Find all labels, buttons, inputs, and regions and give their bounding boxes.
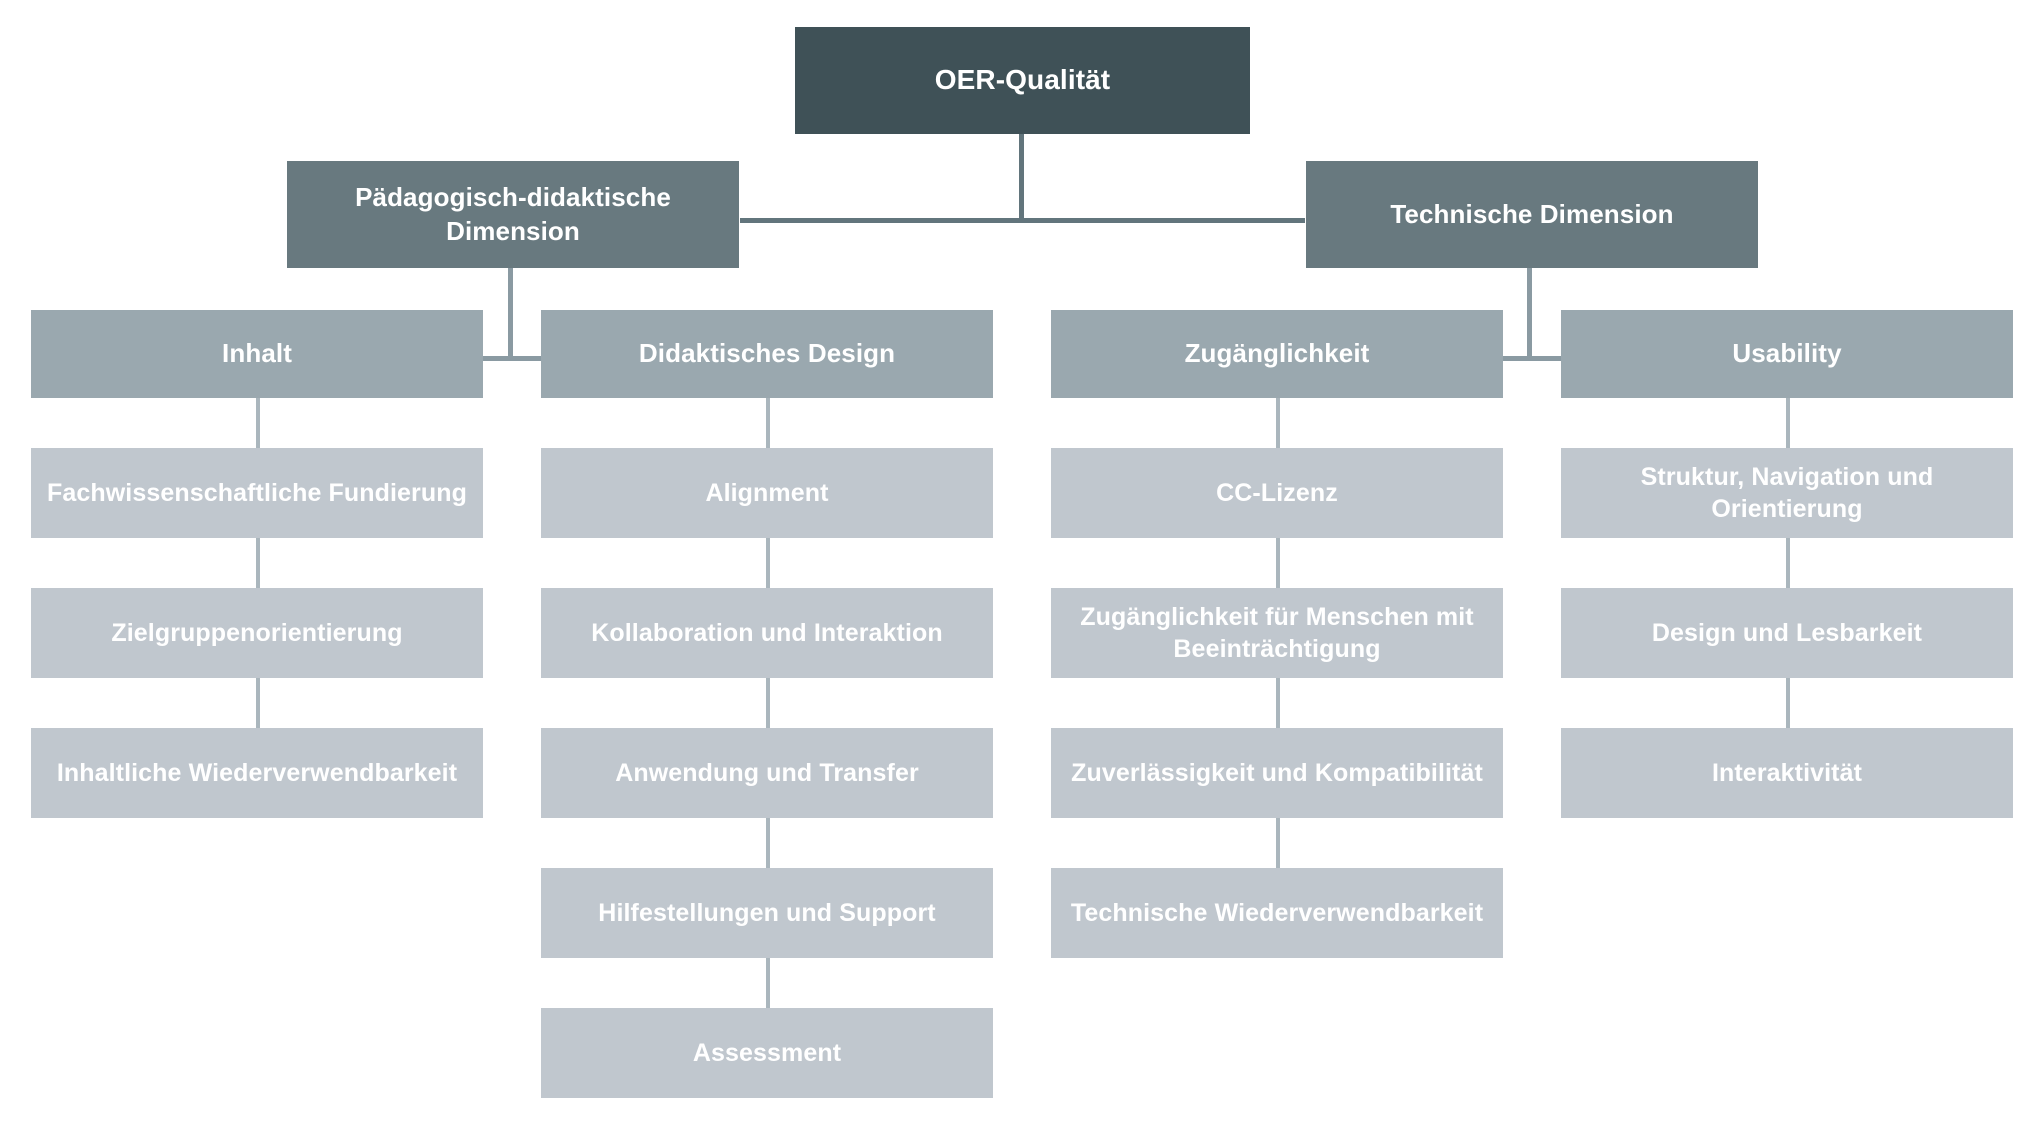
node-leaf-fachwissenschaftliche-fundierung[interactable]: Fachwissenschaftliche Fundierung xyxy=(31,448,483,538)
node-category-usability[interactable]: Usability xyxy=(1561,310,2013,398)
node-leaf-kollaboration-und-interaktion[interactable]: Kollaboration und Interaktion xyxy=(541,588,993,678)
node-leaf-inhaltliche-wiederverwendbarkeit[interactable]: Inhaltliche Wiederverwendbarkeit xyxy=(31,728,483,818)
connector-didaktik-1 xyxy=(766,398,770,448)
connector-zugaenglichkeit-4 xyxy=(1276,818,1280,868)
connector-didaktik-3 xyxy=(766,678,770,728)
node-leaf-zuverlaessigkeit-und-kompatibilitaet[interactable]: Zuverlässigkeit und Kompatibilität xyxy=(1051,728,1503,818)
node-leaf-design-und-lesbarkeit[interactable]: Design und Lesbarkeit xyxy=(1561,588,2013,678)
connector-usability-1 xyxy=(1786,398,1790,448)
node-label: Inhalt xyxy=(222,338,292,369)
node-category-zugaenglichkeit[interactable]: Zugänglichkeit xyxy=(1051,310,1503,398)
node-dimension-technisch[interactable]: Technische Dimension xyxy=(1306,161,1758,268)
node-leaf-hilfestellungen-und-support[interactable]: Hilfestellungen und Support xyxy=(541,868,993,958)
node-label: Fachwissenschaftliche Fundierung xyxy=(47,478,467,507)
connector-didaktik-2 xyxy=(766,538,770,588)
connector-zugaenglichkeit-3 xyxy=(1276,678,1280,728)
node-category-inhalt[interactable]: Inhalt xyxy=(31,310,483,398)
node-leaf-alignment[interactable]: Alignment xyxy=(541,448,993,538)
node-label: Zugänglichkeit xyxy=(1184,338,1370,369)
node-category-didaktisches-design[interactable]: Didaktisches Design xyxy=(541,310,993,398)
node-leaf-anwendung-und-transfer[interactable]: Anwendung und Transfer xyxy=(541,728,993,818)
node-leaf-technische-wiederverwendbarkeit[interactable]: Technische Wiederverwendbarkeit xyxy=(1051,868,1503,958)
node-label: Usability xyxy=(1732,338,1842,369)
node-label: Zielgruppenorientierung xyxy=(111,618,403,647)
connector-inhalt-1 xyxy=(256,398,260,448)
node-leaf-assessment[interactable]: Assessment xyxy=(541,1008,993,1098)
connector-usability-3 xyxy=(1786,678,1790,728)
node-label: OER-Qualität xyxy=(934,64,1111,96)
connector-paedagogisch-stem xyxy=(508,267,513,360)
node-label: Pädagogisch-didaktische Dimension xyxy=(355,181,671,246)
connector-root-stem xyxy=(1019,133,1024,220)
connector-didaktik-4 xyxy=(766,818,770,868)
node-label: Anwendung und Transfer xyxy=(615,758,919,787)
node-label: Design und Lesbarkeit xyxy=(1651,618,1923,647)
node-label: Technische Wiederverwendbarkeit xyxy=(1070,898,1484,927)
node-leaf-zugaenglichkeit-fuer-menschen-mit-beeintraechtigung[interactable]: Zugänglichkeit für Menschen mit Beeinträ… xyxy=(1051,588,1503,678)
node-label: Didaktisches Design xyxy=(638,338,896,369)
node-label: Struktur, Navigation und Orientierung xyxy=(1640,462,1934,524)
connector-zugaenglichkeit-2 xyxy=(1276,538,1280,588)
node-label: Interaktivität xyxy=(1711,758,1863,787)
node-leaf-struktur-navigation-und-orientierung[interactable]: Struktur, Navigation und Orientierung xyxy=(1561,448,2013,538)
node-leaf-cc-lizenz[interactable]: CC-Lizenz xyxy=(1051,448,1503,538)
node-label: Inhaltliche Wiederverwendbarkeit xyxy=(56,758,458,787)
connector-technisch-stem xyxy=(1527,267,1532,360)
node-leaf-zielgruppenorientierung[interactable]: Zielgruppenorientierung xyxy=(31,588,483,678)
node-label: Kollaboration und Interaktion xyxy=(591,618,943,647)
connector-inhalt-3 xyxy=(256,678,260,728)
connector-dimension-bar xyxy=(740,218,1305,223)
node-label: Assessment xyxy=(692,1038,842,1067)
node-label: Alignment xyxy=(705,478,829,507)
connector-didaktik-5 xyxy=(766,958,770,1008)
connector-inhalt-2 xyxy=(256,538,260,588)
node-label: Zuverlässigkeit und Kompatibilität xyxy=(1071,758,1483,787)
node-label: CC-Lizenz xyxy=(1216,478,1338,507)
node-label: Zugänglichkeit für Menschen mit Beeinträ… xyxy=(1080,602,1474,664)
node-leaf-interaktivitaet[interactable]: Interaktivität xyxy=(1561,728,2013,818)
connector-usability-2 xyxy=(1786,538,1790,588)
node-label: Hilfestellungen und Support xyxy=(598,898,936,927)
node-root-oer-qualitaet[interactable]: OER-Qualität xyxy=(795,27,1250,134)
connector-zugaenglichkeit-1 xyxy=(1276,398,1280,448)
node-dimension-paedagogisch[interactable]: Pädagogisch-didaktische Dimension xyxy=(287,161,739,268)
node-label: Technische Dimension xyxy=(1390,198,1674,229)
connector-paedagogisch-bar xyxy=(258,356,770,361)
connector-technisch-bar xyxy=(1278,356,1790,361)
